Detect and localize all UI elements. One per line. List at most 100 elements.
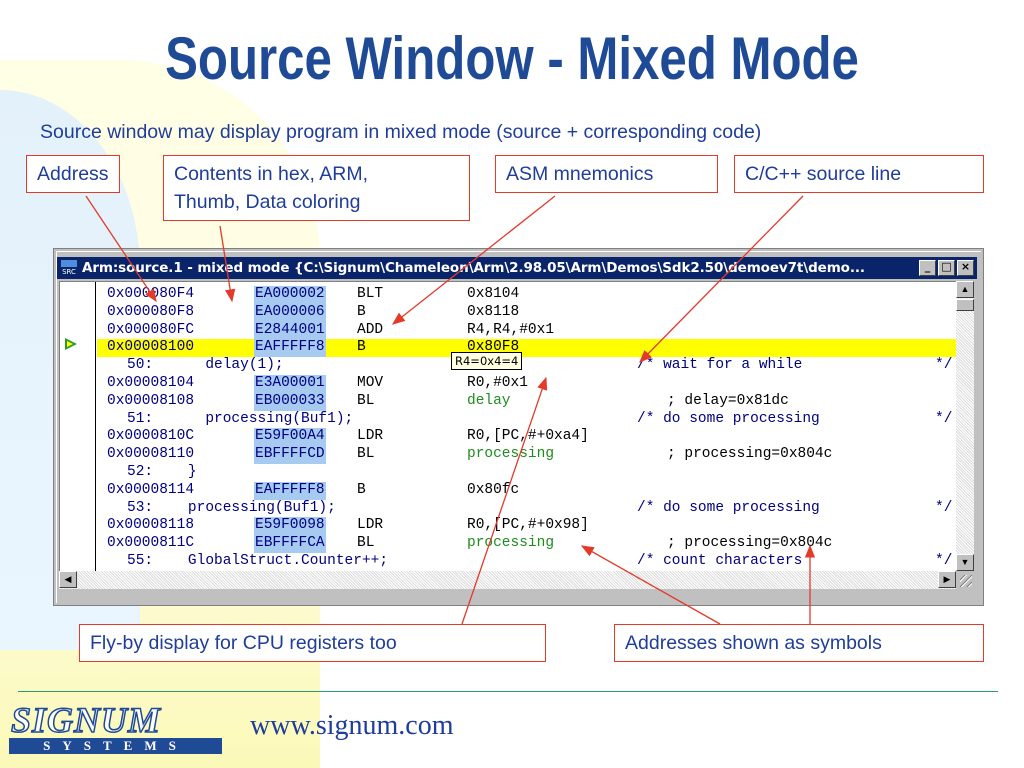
logo-wordmark: SIGNUM xyxy=(10,700,162,740)
address: 0x000080F8 xyxy=(107,303,195,320)
mnemonic: B xyxy=(357,481,366,498)
scroll-down-arrow-icon[interactable]: ▼ xyxy=(956,554,974,571)
footer-divider xyxy=(18,691,998,692)
hex-content: E59F0098 xyxy=(254,517,326,536)
address: 0x000080FC xyxy=(107,321,195,338)
mnemonic: MOV xyxy=(357,374,384,391)
operand-symbol: delay xyxy=(467,392,511,409)
address: 0x00008118 xyxy=(107,517,195,534)
current-line-arrow-icon xyxy=(65,338,77,350)
source-code: 51: processing(Buf1); xyxy=(127,410,354,427)
callout-contents-line-1: Contents in hex, ARM, xyxy=(174,163,369,185)
address: 0x000080F4 xyxy=(107,286,195,302)
source-code: 50: delay(1); xyxy=(127,357,284,374)
source-line[interactable]: 55: GlobalStruct.Counter++; /* count cha… xyxy=(97,553,956,571)
source-comment: /* wait for a while xyxy=(637,357,803,374)
callout-address-text: Address xyxy=(37,163,109,185)
slide-subtitle: Source window may display program in mix… xyxy=(40,121,762,143)
code-lines: 0x000080F4 EA000002 BLT 0x8104 0x000080F… xyxy=(97,286,956,571)
address: 0x00008114 xyxy=(107,481,195,498)
source-line[interactable]: 50: delay(1); /* wait for a while */ xyxy=(97,357,956,375)
source-code: 52: } xyxy=(127,463,197,480)
operand: R0,#0x1 xyxy=(467,374,528,391)
comment-end: */ xyxy=(935,357,953,374)
operand: 0x8104 xyxy=(467,286,520,302)
mnemonic: BL xyxy=(357,535,375,552)
horizontal-scrollbar[interactable]: ◀ ▶ xyxy=(59,571,956,589)
hex-content: EAFFFFF8 xyxy=(254,339,326,358)
code-line[interactable]: 0x0000811C EBFFFFCA BL processing ; proc… xyxy=(97,535,956,553)
window-titlebar[interactable]: SRC Arm:source.1 - mixed mode {C:\Signum… xyxy=(57,257,977,279)
callout-symbols: Addresses shown as symbols xyxy=(614,624,984,662)
callout-contents: Contents in hex, ARM, Thumb, Data colori… xyxy=(163,155,470,221)
mnemonic: B xyxy=(357,339,366,356)
callout-asm: ASM mnemonics xyxy=(495,155,718,193)
operand: 0x8118 xyxy=(467,303,520,320)
code-line[interactable]: 0x00008114 EAFFFFF8 B 0x80fc xyxy=(97,481,956,500)
mnemonic: BL xyxy=(357,392,375,409)
maximize-button[interactable]: □ xyxy=(938,260,955,276)
vertical-scroll-thumb[interactable] xyxy=(956,299,974,311)
address: 0x00008104 xyxy=(107,374,195,391)
size-grip-icon[interactable] xyxy=(956,571,974,589)
source-line[interactable]: 53: processing(Buf1); /* do some process… xyxy=(97,500,956,518)
callout-asm-text: ASM mnemonics xyxy=(506,163,654,185)
close-button[interactable]: × xyxy=(957,260,974,276)
operand: 0x80fc xyxy=(467,481,520,498)
mnemonic: BLT xyxy=(357,286,384,302)
minimize-button[interactable]: _ xyxy=(919,260,936,276)
code-line[interactable]: 0x000080F8 EA000006 B 0x8118 xyxy=(97,303,956,322)
source-code: 55: GlobalStruct.Counter++; xyxy=(127,552,389,569)
address: 0x00008108 xyxy=(107,392,195,409)
address: 0x0000811C xyxy=(107,535,195,552)
callout-symbols-text: Addresses shown as symbols xyxy=(625,632,882,654)
code-line[interactable]: 0x00008108 EB000033 BL delay ; delay=0x8… xyxy=(97,392,956,411)
mnemonic: B xyxy=(357,303,366,320)
source-icon-label: SRC xyxy=(62,268,76,276)
hex-content: E59F00A4 xyxy=(254,428,326,447)
hex-content: EB000033 xyxy=(254,392,326,411)
symbol-annotation: ; processing=0x804c xyxy=(667,535,833,552)
mnemonic: ADD xyxy=(357,321,384,338)
callout-address: Address xyxy=(26,155,120,193)
source-comment: /* do some processing xyxy=(637,499,820,516)
hex-content: E2844001 xyxy=(254,321,326,340)
operand: R0,[PC,#+0xa4] xyxy=(467,428,589,445)
vertical-scrollbar[interactable]: ▲ ▼ xyxy=(956,281,974,571)
hex-content: E3A00001 xyxy=(254,374,326,393)
hex-content: EBFFFFCA xyxy=(254,535,326,553)
code-line[interactable]: 0x000080FC E2844001 ADD R4,R4,#0x1 xyxy=(97,321,956,340)
source-line[interactable]: 51: processing(Buf1); /* do some process… xyxy=(97,411,956,429)
code-line[interactable]: 0x00008104 E3A00001 MOV R0,#0x1 xyxy=(97,374,956,393)
address: 0x00008110 xyxy=(107,446,195,463)
mnemonic: LDR xyxy=(357,428,384,445)
code-line[interactable]: 0x00008110 EBFFFFCD BL processing ; proc… xyxy=(97,446,956,464)
comment-end: */ xyxy=(935,552,953,569)
hex-content: EAFFFFF8 xyxy=(254,481,326,500)
code-line[interactable]: 0x0000810C E59F00A4 LDR R0,[PC,#+0xa4] xyxy=(97,428,956,447)
hex-content: EBFFFFCD xyxy=(254,446,326,464)
symbol-annotation: ; processing=0x804c xyxy=(667,446,833,463)
source-window: SRC Arm:source.1 - mixed mode {C:\Signum… xyxy=(53,248,984,606)
code-view[interactable]: 0x000080F4 EA000002 BLT 0x8104 0x000080F… xyxy=(59,281,956,571)
source-window-icon[interactable]: SRC xyxy=(59,259,79,277)
window-title: Arm:source.1 - mixed mode {C:\Signum\Cha… xyxy=(82,260,865,276)
register-tooltip: R4=0x4=4 xyxy=(451,352,523,370)
hex-content: EA000002 xyxy=(254,286,326,304)
scroll-up-arrow-icon[interactable]: ▲ xyxy=(956,281,974,298)
code-line[interactable]: 0x00008118 E59F0098 LDR R0,[PC,#+0x98] xyxy=(97,517,956,536)
scroll-right-arrow-icon[interactable]: ▶ xyxy=(938,571,956,588)
breakpoint-gutter[interactable] xyxy=(60,282,96,571)
code-line[interactable]: 0x000080F4 EA000002 BLT 0x8104 xyxy=(97,286,956,304)
slide-title: Source Window - Mixed Mode xyxy=(165,25,859,92)
comment-end: */ xyxy=(935,410,953,427)
scroll-left-arrow-icon[interactable]: ◀ xyxy=(59,571,77,588)
code-line-current[interactable]: 0x00008100 EAFFFFF8 B 0x80F8 xyxy=(97,339,956,358)
mnemonic: BL xyxy=(357,446,375,463)
source-line[interactable]: 52: } xyxy=(97,464,956,482)
operand-symbol: processing xyxy=(467,446,555,463)
hex-content: EA000006 xyxy=(254,303,326,322)
source-comment: /* do some processing xyxy=(637,410,820,427)
callout-contents-line-2: Thumb, Data coloring xyxy=(174,191,361,213)
operand: R0,[PC,#+0x98] xyxy=(467,517,589,534)
